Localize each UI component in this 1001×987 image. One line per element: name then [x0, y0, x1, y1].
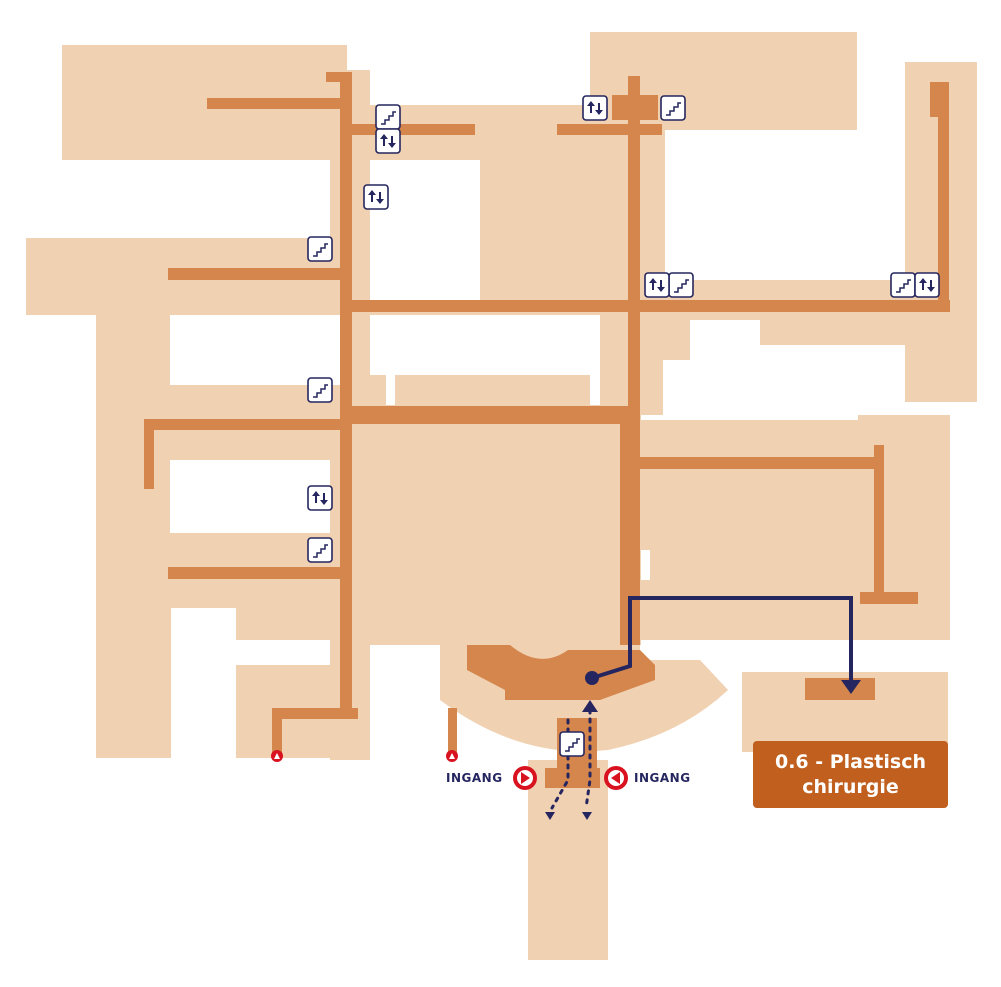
- stairs-icon: [307, 377, 333, 403]
- stairs-icon: [890, 272, 916, 298]
- destination-label: 0.6 - Plastisch chirurgie: [753, 741, 948, 808]
- stairs-icon: [307, 236, 333, 262]
- route-path: [585, 596, 861, 694]
- exit-triangle-icon: [271, 750, 283, 762]
- exit-markers: [271, 750, 458, 762]
- entrance-label-left: INGANG: [446, 771, 503, 785]
- courtyards: [170, 130, 905, 665]
- elevator-icon: [582, 95, 608, 121]
- route-start-dot-icon: [585, 671, 599, 685]
- entrance-arrow-right: [604, 766, 628, 790]
- elevator-icon: [307, 485, 333, 511]
- entrance-up-arrow-icon: [582, 700, 598, 712]
- elevator-icon: [375, 128, 401, 154]
- elevator-icon: [644, 272, 670, 298]
- stairs-icon: [307, 537, 333, 563]
- exit-triangle-icon: [446, 750, 458, 762]
- stairs-icon: [559, 731, 585, 757]
- exit-arrow-right-icon: [582, 812, 592, 820]
- route-end-arrow-icon: [841, 680, 861, 694]
- elevator-icon: [914, 272, 940, 298]
- entrance-label-right: INGANG: [634, 771, 691, 785]
- entrance-arrow-left: [513, 766, 537, 790]
- elevator-icon: [363, 184, 389, 210]
- destination-line-2: chirurgie: [802, 775, 899, 798]
- stairs-icon: [375, 104, 401, 130]
- exit-arrow-left-icon: [545, 812, 555, 820]
- stairs-icon: [668, 272, 694, 298]
- destination-line-1: 0.6 - Plastisch: [774, 750, 927, 773]
- stairs-icon: [660, 95, 686, 121]
